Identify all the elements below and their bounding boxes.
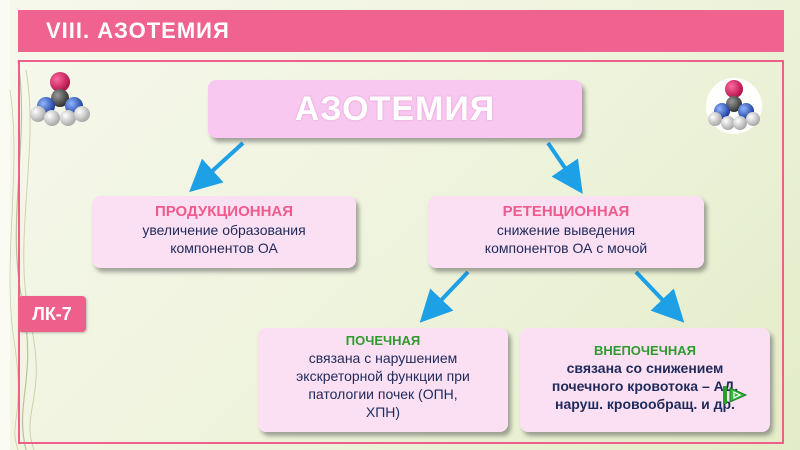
productive-heading: ПРОДУКЦИОННАЯ xyxy=(154,203,294,220)
productive-line: компонентов ОА xyxy=(170,240,278,256)
renal-box: ПОЧЕЧНАЯ связана с нарушением экскреторн… xyxy=(258,328,508,432)
main-concept-label: АЗОТЕМИЯ xyxy=(294,90,496,128)
left-strip xyxy=(0,0,10,450)
extrarenal-box: ВНЕПОЧЕЧНАЯ связана со снижением почечно… xyxy=(520,328,770,432)
retention-line: компонентов ОА с мочой xyxy=(484,240,648,256)
extrarenal-line: наруш. кровообращ. и др. xyxy=(555,396,735,412)
page-title: VIII. АЗОТЕМИЯ xyxy=(18,10,784,52)
renal-line: патологии почек (ОПН, xyxy=(308,386,458,402)
renal-line: связана с нарушением xyxy=(308,350,458,366)
extrarenal-line: связана со снижением xyxy=(566,360,724,376)
productive-box: ПРОДУКЦИОННАЯ увеличение образования ком… xyxy=(92,196,356,268)
retention-box: РЕТЕНЦИОННАЯ снижение выведения компонен… xyxy=(428,196,704,268)
molecule-icon xyxy=(30,72,90,126)
lecture-badge: ЛК-7 xyxy=(18,296,86,332)
extrarenal-line: почечного кровотока – АД, xyxy=(551,378,739,394)
play-icon[interactable] xyxy=(722,384,748,406)
content-frame xyxy=(18,60,784,444)
retention-line: снижение выведения xyxy=(496,222,636,238)
renal-line: ХПН) xyxy=(365,404,401,420)
extrarenal-heading: ВНЕПОЧЕЧНАЯ xyxy=(594,343,696,358)
molecule-icon xyxy=(706,78,762,134)
retention-heading: РЕТЕНЦИОННАЯ xyxy=(502,203,630,220)
main-concept-box: АЗОТЕМИЯ xyxy=(208,80,582,138)
productive-line: увеличение образования xyxy=(142,222,306,238)
renal-heading: ПОЧЕЧНАЯ xyxy=(345,333,421,348)
renal-line: экскреторной функции при xyxy=(296,368,470,384)
